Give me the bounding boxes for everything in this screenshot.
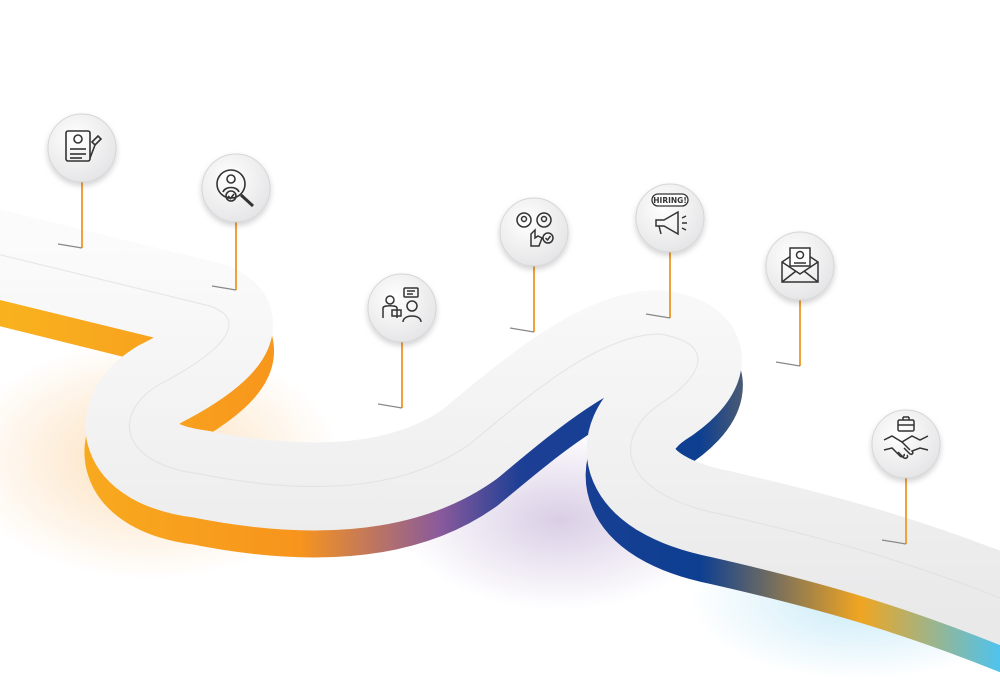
milestone-2 <box>201 153 271 291</box>
pin-base-line <box>211 285 237 291</box>
milestone-4 <box>499 197 569 333</box>
pin-base-line <box>881 539 907 545</box>
milestone-marker <box>47 113 117 183</box>
milestone-marker <box>367 273 437 343</box>
milestone-6 <box>765 231 835 367</box>
pin-base-line <box>645 313 671 319</box>
resume-icon <box>65 130 103 162</box>
milestone-3 <box>367 273 437 409</box>
hiring-megaphone-icon: HIRING! <box>651 193 689 236</box>
candidate-selection-icon <box>516 212 554 247</box>
pin-base-line <box>377 403 403 409</box>
offer-letter-icon <box>781 247 819 283</box>
milestone-7 <box>871 409 941 545</box>
pin-base-line <box>509 327 535 333</box>
hiring-badge: HIRING! <box>653 196 687 205</box>
milestone-5: HIRING! <box>635 183 705 319</box>
milestone-marker <box>871 409 941 479</box>
milestone-1 <box>47 113 117 249</box>
road-edge-line <box>0 254 1000 599</box>
pin-base-line <box>57 243 83 249</box>
handshake-icon <box>883 416 929 459</box>
interview-icon <box>382 287 422 323</box>
candidate-search-icon <box>216 169 255 208</box>
pin-base-line <box>775 361 801 367</box>
